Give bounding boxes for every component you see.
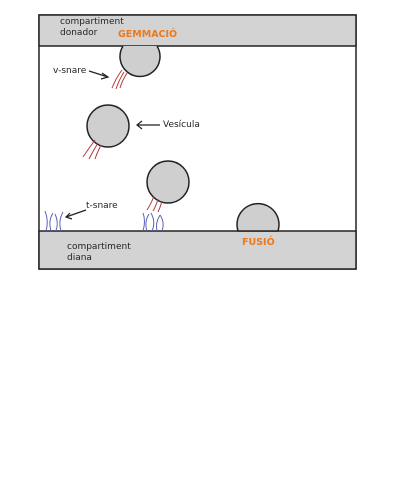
budding-label: GEMMACIÓ xyxy=(118,29,178,40)
v-snare-arrow xyxy=(88,70,110,80)
fused-vesicle xyxy=(236,202,280,232)
t-snare-label: t-snare xyxy=(86,201,118,211)
donor-compartment-label: compartiment donador xyxy=(60,17,124,38)
t-snare-proteins-docking xyxy=(142,212,164,232)
target-compartment-label: compartiment diana xyxy=(67,242,131,263)
free-vesicle xyxy=(82,104,130,160)
budding-vesicle xyxy=(111,45,161,90)
v-snare-proteins-free xyxy=(82,139,102,160)
fusion-label: FUSIÓ xyxy=(242,237,275,248)
docking-vesicle xyxy=(142,160,190,232)
t-snare-arrow xyxy=(64,209,87,220)
donor-compartment xyxy=(38,14,357,47)
v-snare-label: v-snare xyxy=(53,66,87,76)
target-compartment xyxy=(38,230,357,270)
v-snare-proteins-docking xyxy=(146,195,163,213)
vesicle-arrow xyxy=(136,120,160,130)
diagram-frame xyxy=(38,14,357,270)
v-snare-proteins-budding xyxy=(111,69,128,90)
vesicle-label: Vesícula xyxy=(163,120,200,130)
t-snare-proteins-free xyxy=(44,210,64,232)
